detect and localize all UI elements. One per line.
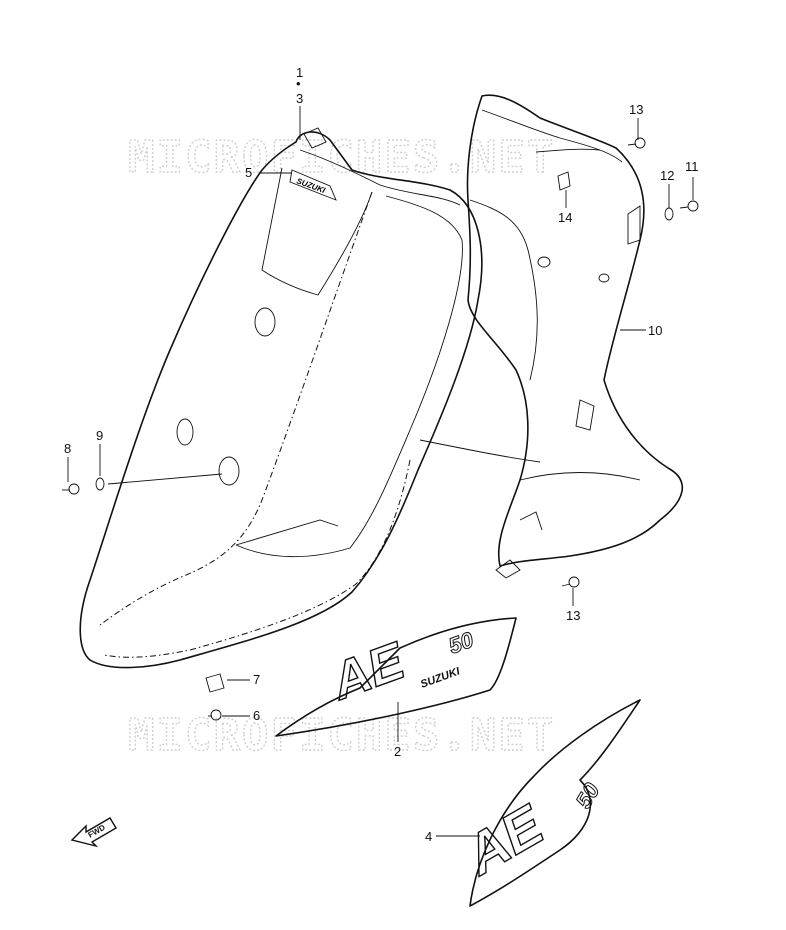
callout-10: 10 — [648, 323, 662, 338]
decal-2-number-text: 50 — [445, 627, 477, 659]
screw-8 — [62, 483, 80, 495]
callout-1: 1 — [296, 65, 303, 80]
callout-8: 8 — [64, 441, 71, 456]
callout-9: 9 — [96, 428, 103, 443]
callout-5: 5 — [245, 165, 252, 180]
callout-13-bottom: 13 — [566, 608, 580, 623]
callout-7: 7 — [253, 672, 260, 687]
screw-6 — [208, 709, 222, 721]
decal-4-number-text: 50 — [571, 778, 605, 812]
screw-13-top — [627, 137, 646, 149]
watermark-bottom: MICROFICHES.NET — [128, 710, 555, 761]
washer-9 — [95, 477, 105, 491]
rear-leg-shield — [419, 94, 684, 579]
decal-2-brand-text: SUZUKI — [419, 665, 462, 691]
fwd-arrow: FWD — [70, 817, 117, 848]
callout-4: 4 — [425, 829, 432, 844]
callout-2: 2 — [394, 744, 401, 759]
decal-4-model-text: AE — [453, 792, 555, 887]
clip-14 — [557, 171, 571, 191]
callout-14: 14 — [558, 210, 572, 225]
callout-12: 12 — [660, 168, 674, 183]
leader-lines — [67, 106, 694, 837]
screw-11 — [679, 200, 699, 212]
callout-6: 6 — [253, 708, 260, 723]
decal-2-model-text: AE — [322, 632, 413, 712]
front-leg-shield: SUZUKI — [79, 127, 483, 669]
callout-3: 3 — [296, 91, 303, 106]
callout-separator: • — [296, 76, 301, 91]
nut-7 — [205, 673, 225, 693]
washer-12 — [664, 207, 674, 221]
callout-11: 11 — [685, 159, 699, 174]
watermark-top: MICROFICHES.NET — [128, 132, 555, 183]
screw-13-bottom — [561, 576, 580, 588]
callout-13-top: 13 — [629, 102, 643, 117]
